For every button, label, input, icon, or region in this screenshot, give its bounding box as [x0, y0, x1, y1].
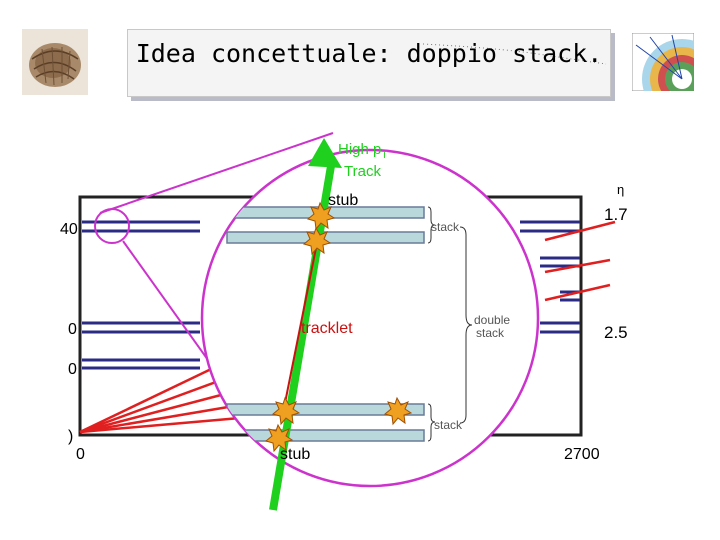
double-stack-label-line2: stack	[476, 326, 505, 340]
title-box: Idea concettuale: doppio stack.	[127, 29, 611, 97]
slide-title: Idea concettuale: doppio stack.	[135, 39, 603, 68]
eta-value-1: 1.7	[604, 205, 628, 224]
track-label-line1: High pT	[338, 141, 387, 161]
eta-value-2: 2.5	[604, 323, 628, 342]
stub-label-bottom: stub	[280, 446, 310, 463]
track-label-line2: Track	[344, 163, 381, 180]
hit-markers	[264, 201, 413, 453]
axis-left-label-3: 0	[68, 361, 77, 378]
cms-detector-logo	[632, 33, 694, 91]
stack-label-bottom: stack	[434, 418, 463, 432]
stack-label-top: stack	[431, 220, 460, 234]
axis-x-label-0: 0	[76, 446, 85, 463]
axis-x-label-max: 2700	[564, 446, 600, 463]
background-layers	[82, 220, 580, 370]
axis-left-label-1: 40	[60, 221, 78, 238]
stack-braces	[427, 206, 473, 442]
fossil-logo	[22, 29, 88, 95]
red-tracks-fan	[79, 358, 241, 434]
axis-left-label-2: 0	[68, 321, 77, 338]
red-tracks-right	[544, 220, 616, 302]
axis-left-label-4: )	[68, 428, 73, 445]
double-stack-label-line1: double	[474, 313, 510, 327]
eta-symbol: η	[617, 182, 624, 197]
tracklet-label: tracklet	[301, 320, 353, 337]
stub-label-top: stub	[328, 192, 358, 209]
